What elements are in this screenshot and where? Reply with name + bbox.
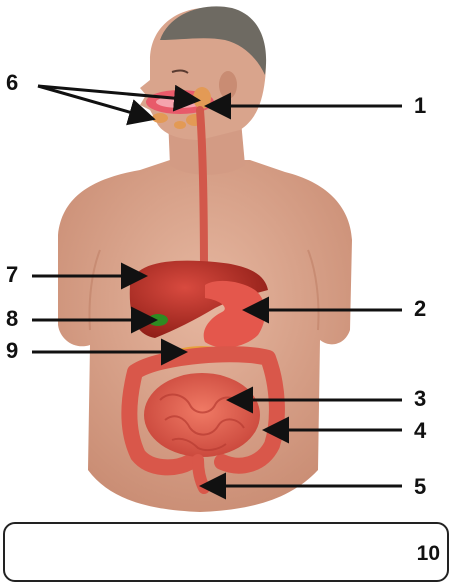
rectum <box>198 460 204 488</box>
label-7: 7 <box>6 264 18 286</box>
label-9: 9 <box>6 340 18 362</box>
answer-box[interactable] <box>3 522 449 582</box>
label-10: 10 <box>417 543 440 564</box>
label-8: 8 <box>6 308 18 330</box>
label-2: 2 <box>414 298 426 320</box>
small-intestine <box>144 373 260 457</box>
ear <box>219 71 237 99</box>
label-6: 6 <box>6 72 18 94</box>
label-3: 3 <box>414 388 426 410</box>
label-5: 5 <box>414 476 426 498</box>
esophagus <box>200 110 204 280</box>
label-4: 4 <box>414 420 426 442</box>
label-1: 1 <box>414 95 426 117</box>
